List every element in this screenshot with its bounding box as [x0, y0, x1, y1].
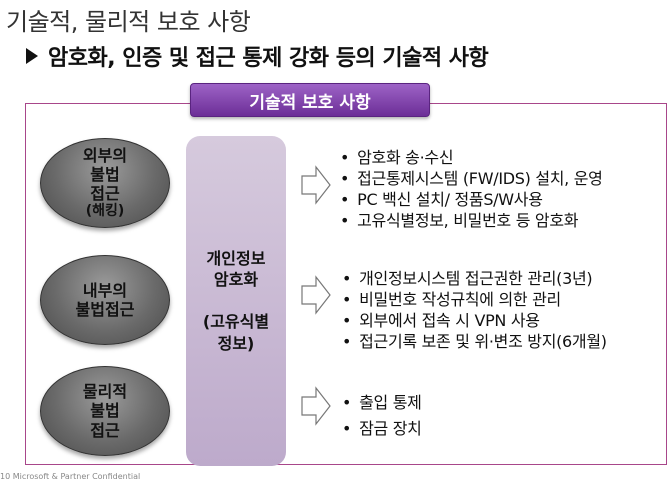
- center-line: 정보): [217, 333, 255, 353]
- center-line: 암호화: [213, 270, 259, 290]
- list-item: 접근통제시스템 (FW/IDS) 설치, 운영: [340, 168, 603, 189]
- oval-line: 불법: [90, 165, 120, 184]
- list-item: 암호화 송·수신: [340, 147, 603, 168]
- section-header: 기술적 보호 사항: [190, 83, 430, 117]
- center-box-encryption: 개인정보 암호화 (고유식별 정보): [186, 136, 286, 466]
- right-arrow-icon: [301, 386, 331, 426]
- oval-internal-access: 내부의 불법접근: [40, 255, 170, 345]
- page-title: 기술적, 물리적 보호 사항: [6, 8, 251, 36]
- right-arrow-icon: [301, 275, 331, 315]
- center-line: 개인정보: [206, 248, 266, 268]
- oval-note: (해킹): [85, 203, 125, 220]
- oval-line: 불법접근: [75, 300, 135, 319]
- oval-line: 외부의: [82, 145, 128, 165]
- internal-measures-list: 개인정보시스템 접근권한 관리(3년) 비밀번호 작성규칙에 의한 관리 외부에…: [342, 268, 607, 352]
- oval-external-access: 외부의 불법 접근 (해킹): [40, 138, 170, 228]
- oval-line: 접근: [90, 420, 120, 440]
- arrow-bullet-icon: [26, 48, 38, 64]
- oval-line: 접근: [90, 184, 120, 204]
- center-line: (고유식별: [202, 312, 270, 331]
- footer-note: 10 Microsoft & Partner Confidential: [0, 472, 141, 481]
- oval-physical-access: 물리적 불법 접근: [40, 366, 170, 456]
- oval-line: 내부의: [82, 280, 128, 300]
- subtitle-text: 암호화, 인증 및 접근 통제 강화 등의 기술적 사항: [48, 46, 489, 71]
- oval-line: 불법: [90, 401, 120, 421]
- list-item: 고유식별정보, 비밀번호 등 암호화: [340, 210, 603, 231]
- technical-measures-list: 암호화 송·수신 접근통제시스템 (FW/IDS) 설치, 운영 PC 백신 설…: [340, 147, 603, 231]
- list-item: 접근기록 보존 및 위·변조 방지(6개월): [342, 331, 607, 352]
- list-item: 잠금 장치: [342, 416, 422, 442]
- list-item: PC 백신 설치/ 정품S/W사용: [340, 189, 603, 210]
- right-arrow-icon: [301, 165, 331, 205]
- list-item: 출입 통제: [342, 390, 422, 416]
- list-item: 비밀번호 작성규칙에 의한 관리: [342, 289, 607, 310]
- subtitle: 암호화, 인증 및 접근 통제 강화 등의 기술적 사항: [26, 40, 489, 72]
- list-item: 개인정보시스템 접근권한 관리(3년): [342, 268, 607, 289]
- oval-line: 물리적: [82, 382, 128, 402]
- list-item: 외부에서 접속 시 VPN 사용: [342, 310, 607, 331]
- physical-measures-list: 출입 통제 잠금 장치: [342, 390, 422, 442]
